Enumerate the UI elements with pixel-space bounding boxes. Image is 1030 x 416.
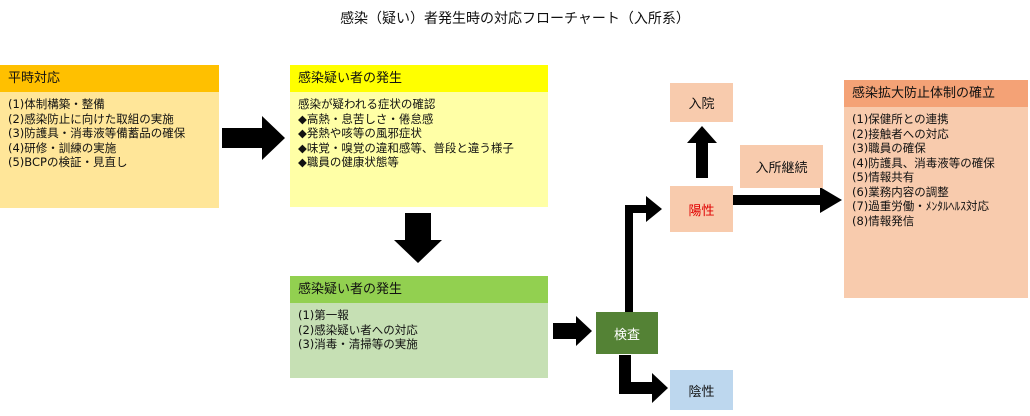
positive-box: 陽性 xyxy=(670,186,733,232)
response-header: 感染疑い者の発生 xyxy=(290,276,548,303)
list-item: ◆職員の健康状態等 xyxy=(298,155,399,169)
list-item: (1)体制構築・整備 xyxy=(8,97,105,111)
list-item: (4)研修・訓練の実施 xyxy=(8,140,117,155)
normal-response-header: 平時対応 xyxy=(0,65,219,92)
list-item: (8)情報発信 xyxy=(852,213,915,228)
list-item: ◆味覚・嗅覚の違和感等、普段と違う様子 xyxy=(298,140,514,155)
suspect-header: 感染疑い者の発生 xyxy=(290,65,548,92)
arrow-to-expansion xyxy=(733,187,842,213)
arrow-up-hospital xyxy=(687,126,717,178)
arrow-to-negative xyxy=(619,355,668,403)
list-item: (6)業務内容の調整 xyxy=(852,184,949,199)
arrow-right-2 xyxy=(553,316,592,346)
arrow-down-1 xyxy=(394,213,442,263)
list-item: (3)消毒・清掃等の実施 xyxy=(298,337,418,351)
test-box: 検査 xyxy=(596,312,658,354)
list-item: ◆高熱・息苦しさ・倦怠感 xyxy=(298,111,434,126)
list-item: (4)防護具、消毒液等の確保 xyxy=(852,155,995,170)
list-item: (1)第一報 xyxy=(298,308,349,322)
continue-box: 入所継続 xyxy=(740,145,823,188)
list-item: (2)接触者への対応 xyxy=(852,126,949,141)
response-box: 感染疑い者の発生 (1)第一報 (2)感染疑い者への対応 (3)消毒・清掃等の実… xyxy=(290,276,548,378)
hospital-box: 入院 xyxy=(670,83,733,122)
list-item: ◆発熱や咳等の風邪症状 xyxy=(298,126,422,140)
list-item: (1)保健所との連携 xyxy=(852,112,949,126)
list-item: (5)情報共有 xyxy=(852,170,915,184)
list-item: (2)感染疑い者への対応 xyxy=(298,322,418,337)
list-item: (5)BCPの検証・見直し xyxy=(8,155,128,169)
arrow-right-1 xyxy=(222,116,285,160)
page-title: 感染（疑い）者発生時の対応フローチャート（入所系） xyxy=(340,11,690,27)
list-item: (2)感染防止に向けた取組の実施 xyxy=(8,111,174,126)
normal-response-box: 平時対応 (1)体制構築・整備 (2)感染防止に向けた取組の実施 (3)防護具・… xyxy=(0,65,219,208)
expansion-header: 感染拡大防止体制の確立 xyxy=(844,80,1028,107)
arrow-to-positive xyxy=(613,196,662,312)
list-item: (3)防護具・消毒液等備蓄品の確保 xyxy=(8,126,186,140)
expansion-box: 感染拡大防止体制の確立 (1)保健所との連携 (2)接触者への対応 (3)職員の… xyxy=(844,80,1028,298)
negative-box: 陰性 xyxy=(670,370,733,410)
suspect-box: 感染疑い者の発生 感染が疑われる症状の確認 ◆高熱・息苦しさ・倦怠感 ◆発熱や咳… xyxy=(290,65,548,207)
list-item: (7)過重労働・ﾒﾝﾀﾙﾍﾙｽ対応 xyxy=(852,199,990,213)
list-item: 感染が疑われる症状の確認 xyxy=(298,97,436,111)
list-item: (3)職員の確保 xyxy=(852,141,926,155)
